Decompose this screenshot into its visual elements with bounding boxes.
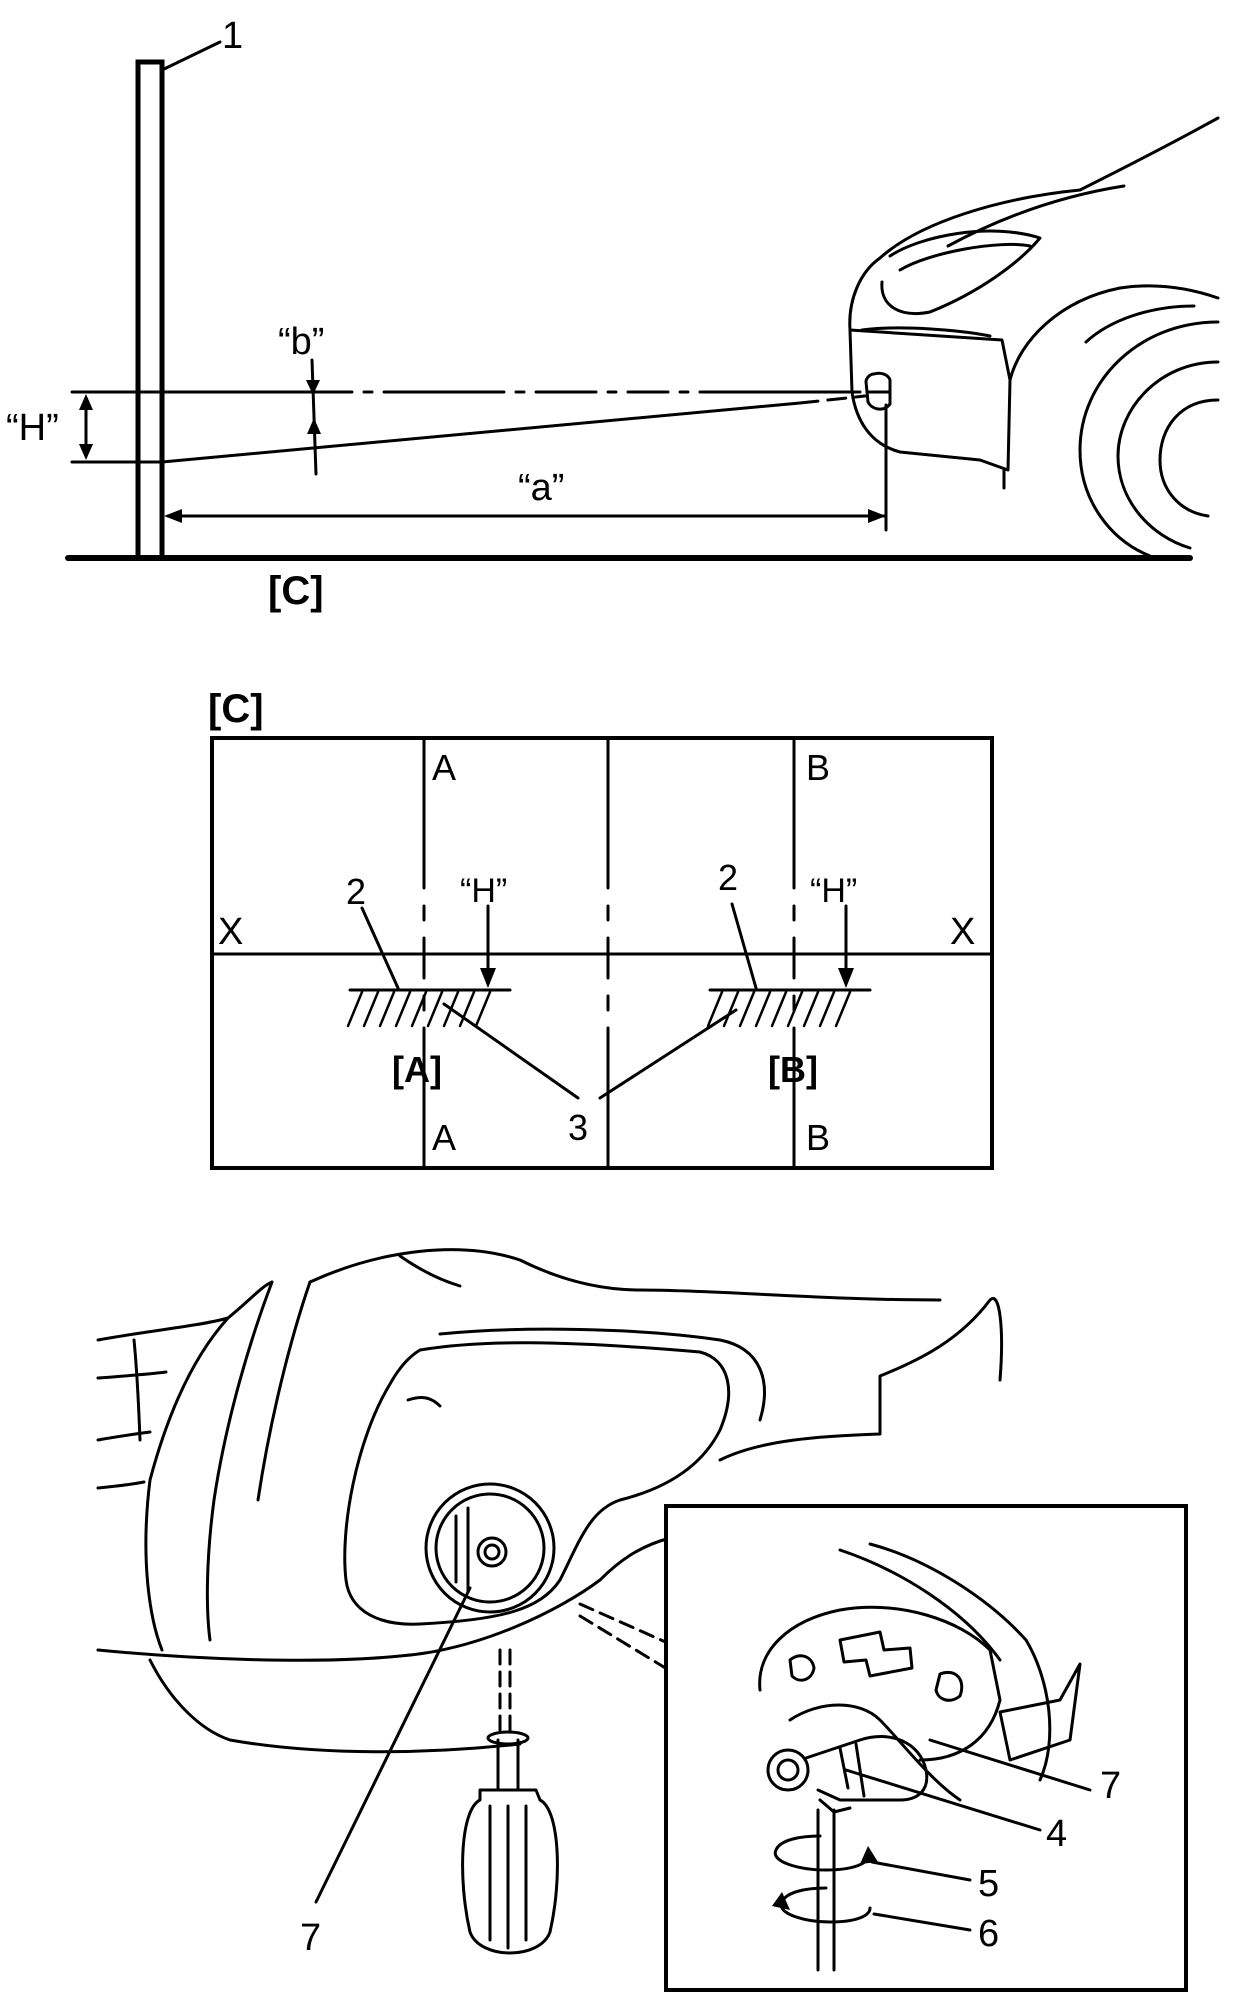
fog-lamp-panel: [96, 1248, 1004, 1955]
callout-6: 6: [978, 1913, 999, 1955]
b-arrow-bottom: [307, 418, 321, 434]
label-x-right: X: [950, 911, 975, 953]
beam-sloped-dashed: [798, 394, 867, 405]
label-x-left: X: [218, 911, 243, 953]
callout-7-main-leader: [314, 1586, 472, 1904]
callout-3: 3: [568, 1107, 588, 1148]
label-a-top: A: [432, 747, 456, 788]
car-front-illustration: [848, 116, 1220, 558]
callout-1: 1: [222, 15, 243, 57]
bumper-outline: [96, 1280, 274, 1342]
screen-post: [135, 59, 165, 561]
label-h-right: “H”: [810, 872, 857, 910]
callout-1-leader: [160, 40, 222, 72]
a-arrow-left: [164, 509, 182, 523]
label-c-side: [C]: [268, 569, 324, 613]
callout-2-left-leader: [360, 906, 400, 990]
adjusting-screw: [766, 1748, 810, 1792]
callout-3-leader-right: [598, 1008, 738, 1100]
aiming-screen-panel: [C] A B A B X X “H” 2: [208, 687, 994, 1170]
callout-2-right-leader: [730, 902, 758, 990]
h-arrow-bottom: [79, 444, 93, 460]
h-arrow-left-head: [480, 968, 496, 988]
label-h-side: “H”: [6, 407, 59, 449]
label-a-bottom: A: [432, 1117, 456, 1158]
beam-sloped-line: [160, 401, 802, 464]
callout-2-left: 2: [346, 871, 366, 912]
inset-frame: [664, 1504, 1188, 1992]
label-a: “a”: [518, 467, 564, 509]
label-b-bottom: B: [806, 1117, 830, 1158]
callout-7-main: 7: [300, 1917, 321, 1959]
side-view-panel: 1 “H” “b” “a” [C]: [6, 15, 1220, 613]
fog-lamp-housing: [343, 1341, 731, 1626]
h-arrow-top: [79, 394, 93, 410]
b-arrow-top: [306, 380, 320, 395]
screen-title: [C]: [208, 687, 264, 731]
fog-lamp-lens: [424, 1482, 556, 1614]
callout-5: 5: [978, 1863, 999, 1905]
callout-4: 4: [1046, 1813, 1067, 1855]
b-dimension-line: [310, 358, 318, 476]
label-h-left: “H”: [460, 872, 507, 910]
label-b-top: B: [806, 747, 830, 788]
h-arrow-right-head: [838, 968, 854, 988]
label-b-bracket: [B]: [768, 1049, 818, 1090]
hatching-right: [706, 990, 852, 1028]
callout-3-leader-left: [442, 1002, 580, 1100]
screwdriver-illustration: [461, 1730, 559, 1955]
label-b: “b”: [278, 321, 324, 363]
hatching-left: [346, 990, 492, 1028]
a-arrow-right: [868, 509, 886, 523]
callout-7-inset: 7: [1100, 1765, 1121, 1807]
inset-detail: 7 4 5 6: [664, 1504, 1188, 1992]
label-a-bracket: [A]: [392, 1049, 442, 1090]
callout-2-right: 2: [718, 857, 738, 898]
